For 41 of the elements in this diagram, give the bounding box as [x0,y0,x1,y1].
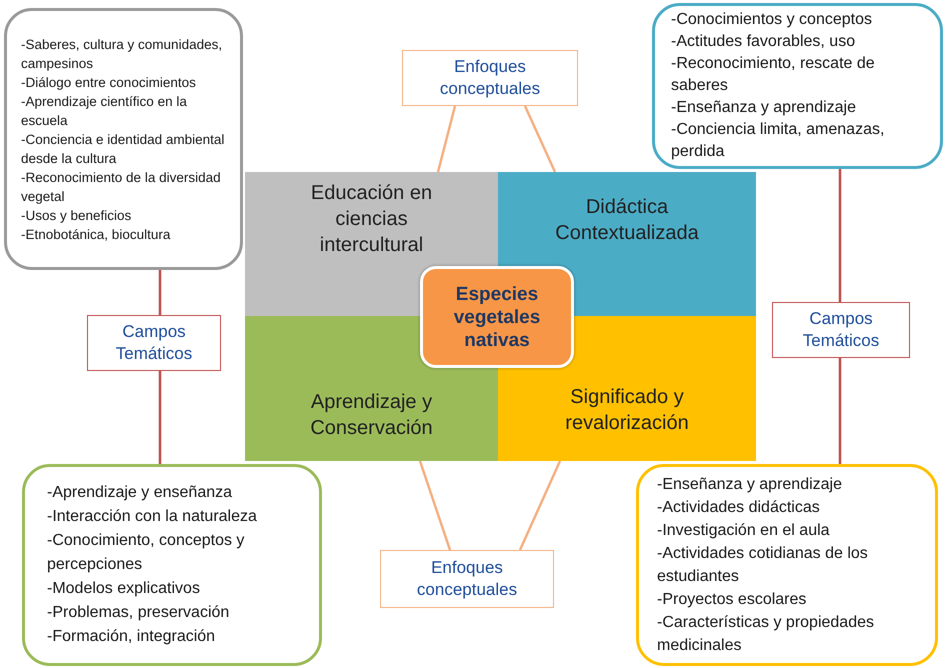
list-item: -Investigación en el aula [657,521,831,541]
list-item: -Enseñanza y aprendizaje [657,475,844,495]
connector-line [158,371,162,464]
list-item: -Modelos explicativos [47,579,201,599]
list-item: -Reconocimiento, rescate de saberes [671,54,876,96]
topic-list-card [4,8,243,270]
list-item: -Aprendizaje científico en la escuela [21,92,188,130]
list-item: -Aprendizaje y enseñanza [47,483,234,503]
list-item: -Actividades cotidianas de los estudiantes [657,544,869,587]
list-item: -Problemas, preservación [47,603,230,623]
connector-line [838,358,842,464]
list-item: -Reconocimiento de la diversidad vegetal [21,168,222,206]
topic-list-card [22,464,322,666]
category-label: Enfoques conceptuales [380,550,554,608]
list-item: -Diálogo entre conocimientos [21,74,197,92]
connector-line [524,105,556,173]
topic-list-card [652,3,943,169]
list-item: -Conocimientos y conceptos [671,10,873,30]
list-item: -Actitudes favorables, uso [671,32,856,52]
list-item: -Enseñanza y aprendizaje [671,98,858,118]
category-label: Campos Temáticos [87,315,221,371]
list-item: -Conciencia e identidad ambiental desde la cultura [21,130,226,168]
list-item: -Conocimiento, conceptos y percepciones [47,531,246,575]
list-item: -Proyectos escolares [657,590,808,610]
connector-line [838,169,842,302]
list-item: -Actividades didácticas [657,498,821,518]
connector-line [518,460,562,551]
list-item: -Saberes, cultura y comunidades, campesinos [21,36,224,72]
list-item: -Formación, integración [47,627,216,647]
category-label: Enfoques conceptuales [402,50,578,106]
list-item: -Características y propiedades medicinales [657,613,875,656]
list-item: -Conciencia limita, amenazas, perdida [671,120,886,162]
connector-line [436,106,456,172]
connector-line [418,460,452,550]
list-item: -Etnobotánica, biocultura [21,226,172,244]
list-item: -Interacción con la naturaleza [47,507,258,527]
topic-list-card [636,464,938,666]
list-item: -Usos y beneficios [21,206,132,224]
central-topic: Especies vegetales nativas [420,266,574,368]
category-label: Campos Temáticos [772,302,910,358]
connector-line [158,270,162,315]
